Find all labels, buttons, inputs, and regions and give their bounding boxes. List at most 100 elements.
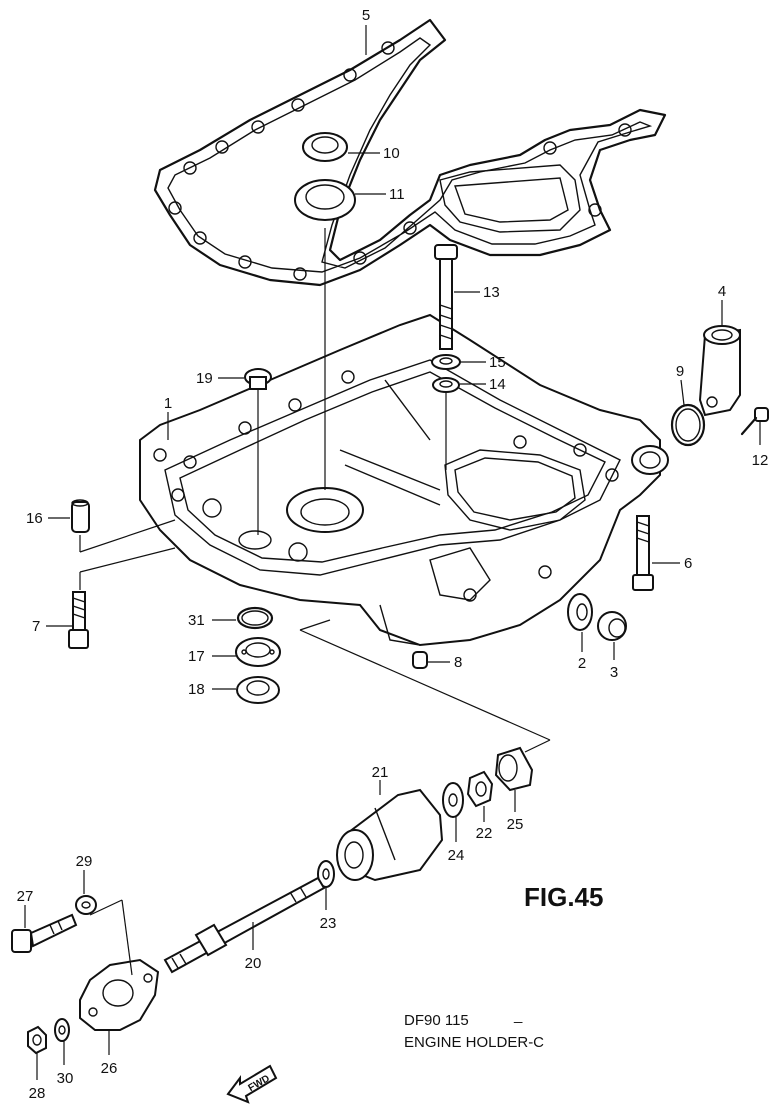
callout-2: 2 (578, 632, 586, 672)
svg-text:FWD: FWD (247, 1073, 272, 1094)
callout-1: 1 (164, 395, 172, 440)
figure-label: FIG.45 (524, 882, 603, 912)
gasket-part (153, 18, 667, 287)
svg-text:16: 16 (26, 510, 43, 527)
stud-bolt-20-part (163, 876, 326, 974)
circlip-31-part (236, 606, 274, 630)
svg-text:30: 30 (57, 1070, 74, 1087)
svg-text:20: 20 (245, 955, 262, 972)
callout-13: 13 (454, 284, 500, 301)
bolt-6-part (632, 515, 654, 591)
plug-19-part (244, 368, 272, 390)
callout-5: 5 (362, 7, 370, 55)
svg-text:11: 11 (389, 186, 405, 203)
svg-text:18: 18 (188, 681, 205, 698)
callout-19: 19 (196, 370, 244, 387)
callout-6: 6 (652, 555, 692, 572)
gasket-washer-2-part (567, 593, 593, 631)
callout-31: 31 (188, 612, 236, 629)
sleeve-16-part (71, 499, 90, 533)
drain-plug-3-part (597, 611, 627, 641)
svg-text:14: 14 (489, 376, 506, 393)
washer-30-part (54, 1018, 70, 1042)
forward-arrow-icon: FWD (226, 1064, 278, 1104)
svg-text:29: 29 (76, 853, 93, 870)
svg-text:12: 12 (752, 452, 769, 469)
svg-text:5: 5 (362, 7, 370, 24)
svg-text:10: 10 (383, 145, 400, 162)
svg-text:24: 24 (448, 847, 465, 864)
assembly-lines (79, 228, 551, 976)
svg-text:3: 3 (610, 664, 618, 681)
washer-29-part (75, 895, 97, 915)
svg-text:15: 15 (489, 354, 506, 371)
rubber-mount-21-part (336, 788, 444, 882)
callout-15: 15 (460, 354, 506, 371)
bolt-13-part (434, 244, 458, 350)
callout-22: 22 (476, 806, 493, 842)
dowel-pin-8-part (412, 651, 428, 669)
callout-4: 4 (718, 283, 726, 325)
bolt-27-part (11, 913, 78, 953)
svg-text:17: 17 (188, 648, 205, 665)
nut-22-part (466, 770, 494, 808)
svg-text:28: 28 (29, 1085, 46, 1102)
figure-title: ENGINE HOLDER-C (404, 1034, 544, 1051)
svg-text:19: 19 (196, 370, 213, 387)
callout-28: 28 (29, 1053, 46, 1102)
callout-30: 30 (57, 1041, 74, 1087)
callout-29: 29 (76, 853, 93, 894)
engine-holder-part (139, 313, 669, 647)
svg-text:8: 8 (454, 654, 462, 671)
svg-text:26: 26 (101, 1060, 118, 1077)
bearing-17-part (235, 637, 281, 667)
callout-21: 21 (372, 764, 389, 795)
callout-20: 20 (245, 922, 262, 972)
callout-10: 10 (348, 145, 400, 162)
svg-text:22: 22 (476, 825, 493, 842)
callout-14: 14 (460, 376, 506, 393)
callout-24: 24 (448, 817, 465, 864)
callout-23: 23 (320, 887, 337, 932)
washer-15-part (431, 354, 461, 370)
callout-11: 11 (355, 186, 405, 203)
callout-8: 8 (428, 654, 462, 671)
svg-text:9: 9 (676, 363, 684, 380)
water-pipe-part (698, 325, 741, 417)
oil-seal-large-part (294, 179, 356, 221)
svg-text:7: 7 (32, 618, 40, 635)
callout-3: 3 (610, 642, 618, 681)
washer-24-part (442, 782, 464, 818)
model-line: DF90 115 (404, 1012, 469, 1029)
svg-text:27: 27 (17, 888, 34, 905)
washer-14-part (432, 377, 460, 393)
svg-text:23: 23 (320, 915, 337, 932)
svg-text:1: 1 (164, 395, 172, 412)
oil-seal-small-part (302, 132, 348, 162)
oil-seal-18-part (236, 676, 280, 704)
callout-7: 7 (32, 618, 72, 635)
svg-text:13: 13 (483, 284, 500, 301)
callout-18: 18 (188, 681, 236, 698)
sleeve-25-part (494, 746, 534, 792)
svg-text:25: 25 (507, 816, 524, 833)
bracket-26-part (79, 958, 160, 1031)
nut-28-part (27, 1025, 47, 1055)
callout-26: 26 (101, 1030, 118, 1077)
callout-27: 27 (17, 888, 34, 928)
svg-text:21: 21 (372, 764, 389, 781)
svg-text:31: 31 (188, 612, 205, 629)
callout-9: 9 (676, 363, 685, 406)
bolt-12-part (740, 407, 769, 436)
bolt-7-part (68, 591, 89, 649)
svg-text:2: 2 (578, 655, 586, 672)
callout-25: 25 (507, 790, 524, 833)
model-dash: _ (513, 1007, 523, 1024)
callout-12: 12 (752, 422, 769, 469)
svg-text:6: 6 (684, 555, 692, 572)
callout-17: 17 (188, 648, 236, 665)
o-ring-9-part (670, 403, 706, 447)
callout-16: 16 (26, 510, 70, 527)
svg-text:4: 4 (718, 283, 726, 300)
